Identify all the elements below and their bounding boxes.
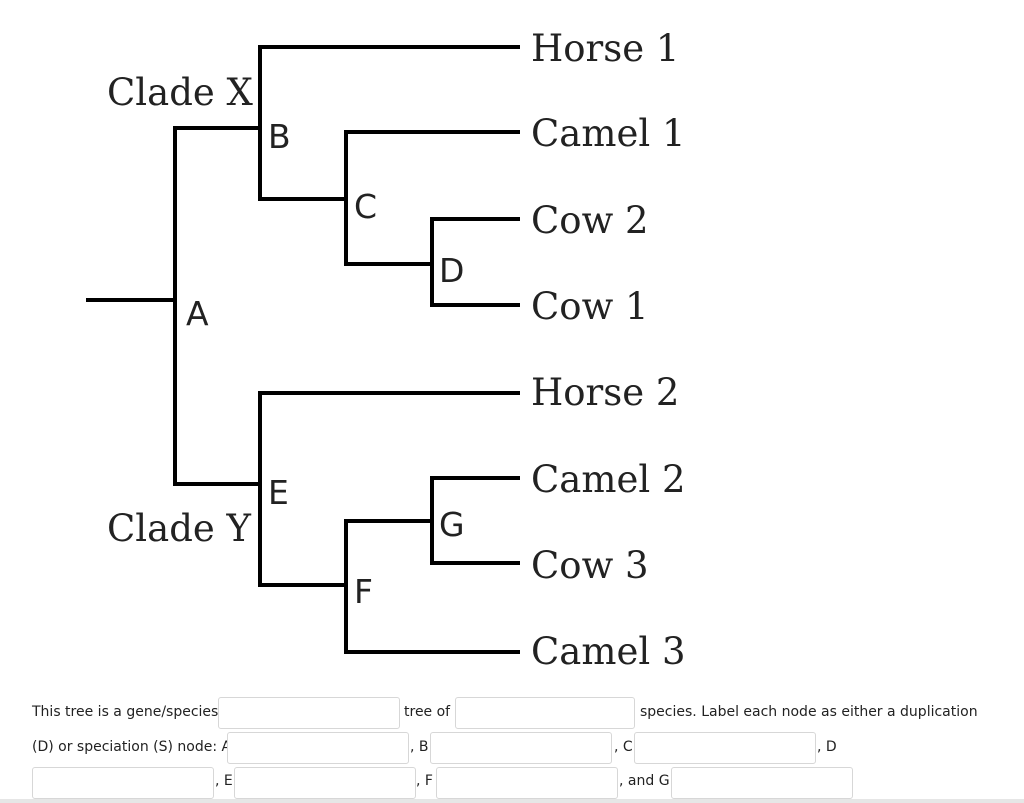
- node-b-branches: [258, 45, 520, 201]
- leaf-label: Camel 3: [531, 630, 686, 673]
- node-label-e: E: [268, 473, 289, 512]
- separator-f: , F: [416, 773, 433, 789]
- node-f-branches: [344, 519, 520, 654]
- node-label-d: D: [439, 251, 464, 290]
- leaf-label: Camel 2: [531, 458, 686, 501]
- separator-d: , D: [817, 739, 837, 755]
- leaf-label: Camel 1: [531, 112, 686, 155]
- divider: [0, 799, 1024, 803]
- separator-b: , B: [410, 739, 429, 755]
- node-label-g: G: [439, 505, 465, 544]
- node-label-c: C: [354, 187, 377, 226]
- node-a-input[interactable]: [227, 732, 409, 764]
- node-e-branches: [258, 391, 520, 587]
- leaf-label: Cow 3: [531, 544, 649, 587]
- node-d-input[interactable]: [32, 767, 214, 799]
- question-text-2: tree of: [404, 704, 451, 720]
- species-count-input[interactable]: [455, 697, 635, 729]
- node-label-a: A: [186, 294, 209, 333]
- clade-label-y: Clade Y: [107, 507, 252, 550]
- node-g-input[interactable]: [671, 767, 853, 799]
- node-f-input[interactable]: [436, 767, 618, 799]
- node-d-branches: [430, 217, 520, 307]
- node-e-input[interactable]: [234, 767, 416, 799]
- node-a-branches: [173, 126, 262, 486]
- node-label-f: F: [354, 572, 373, 611]
- node-g-branches: [430, 476, 520, 565]
- separator-e: , E: [215, 773, 233, 789]
- question-text-4: (D) or speciation (S) node: A: [32, 739, 232, 755]
- question-text-1: This tree is a gene/species: [32, 704, 219, 720]
- leaf-label: Horse 1: [531, 27, 679, 70]
- node-label-b: B: [268, 117, 291, 156]
- question-text-3: species. Label each node as either a dup…: [640, 704, 978, 720]
- node-c-branches: [344, 130, 520, 266]
- node-b-input[interactable]: [430, 732, 612, 764]
- clade-label-x: Clade X: [107, 71, 254, 114]
- tree-type-input[interactable]: [218, 697, 400, 729]
- node-c-input[interactable]: [634, 732, 816, 764]
- separator-g: , and G: [619, 773, 670, 789]
- leaf-label: Cow 2: [531, 199, 649, 242]
- phylogenetic-tree: Horse 1 Camel 1 Cow 2 Cow 1 Horse 2 Came…: [86, 27, 686, 673]
- separator-c: , C: [614, 739, 633, 755]
- leaf-label: Horse 2: [531, 371, 679, 414]
- leaf-label: Cow 1: [531, 285, 649, 328]
